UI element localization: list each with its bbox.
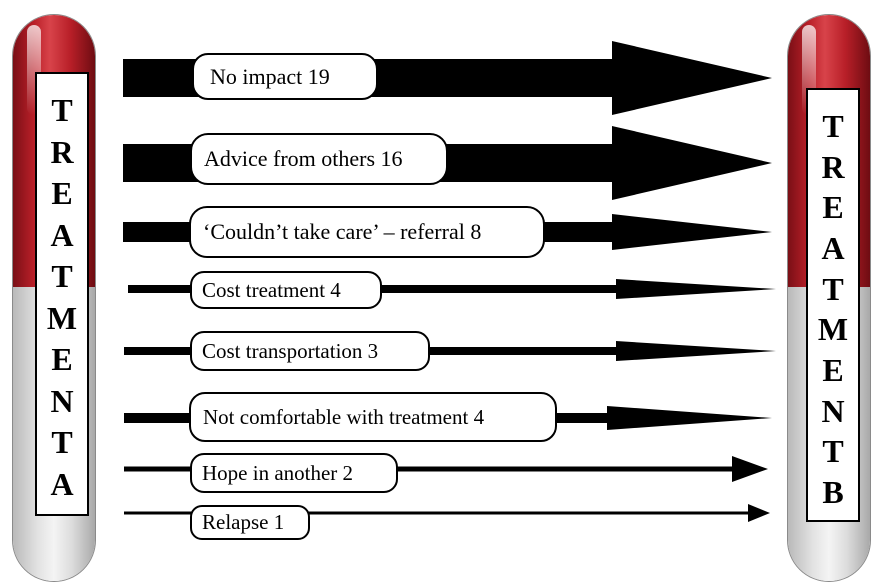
treatment-b-label: T R E A T M E N T B xyxy=(806,88,860,522)
flow-label-referral: ‘Couldn’t take care’ – referral 8 xyxy=(189,206,545,258)
treatment-b-letter: B xyxy=(822,473,844,510)
flow-label-relapse: Relapse 1 xyxy=(190,505,310,540)
treatment-a-letter: A xyxy=(50,465,74,502)
treatment-b-letter: T xyxy=(822,433,844,470)
treatment-b-letter: T xyxy=(822,108,844,144)
treatment-a-letter: T xyxy=(51,258,73,295)
flow-label-no-impact: No impact 19 xyxy=(192,53,378,100)
treatment-a-letter: T xyxy=(51,92,73,128)
treatment-b-letter: M xyxy=(817,311,849,348)
flow-label-cost-treatment: Cost treatment 4 xyxy=(190,271,382,309)
treatment-b-letter: T xyxy=(822,270,844,307)
flow-label-advice-from-others: Advice from others 16 xyxy=(190,133,448,185)
treatment-a-letter: A xyxy=(50,216,74,253)
arrow-cost-transportation xyxy=(124,341,776,361)
treatment-a-letter: E xyxy=(51,175,73,212)
treatment-a-letter: E xyxy=(51,341,73,378)
treatment-a-letter: T xyxy=(51,424,73,461)
arrow-cost-treatment xyxy=(128,279,776,299)
flow-label-not-comfortable: Not comfortable with treatment 4 xyxy=(189,392,557,442)
arrow-hope-in-another xyxy=(124,456,768,482)
treatment-a-letter: R xyxy=(50,133,74,170)
treatment-a-letter: N xyxy=(50,382,74,419)
flow-label-cost-transportation: Cost transportation 3 xyxy=(190,331,430,371)
treatment-b-letter: N xyxy=(821,392,845,429)
treatment-b-letter: E xyxy=(822,351,844,388)
treatment-b-letter: E xyxy=(822,189,844,226)
arrow-relapse xyxy=(124,504,770,522)
treatment-b-letter: R xyxy=(821,148,845,185)
treatment-a-label: T R E A T M E N T A xyxy=(35,72,89,516)
treatment-a-letter: M xyxy=(46,299,78,336)
treatment-b-letter: A xyxy=(821,229,845,266)
flow-label-hope-in-another: Hope in another 2 xyxy=(190,453,398,493)
